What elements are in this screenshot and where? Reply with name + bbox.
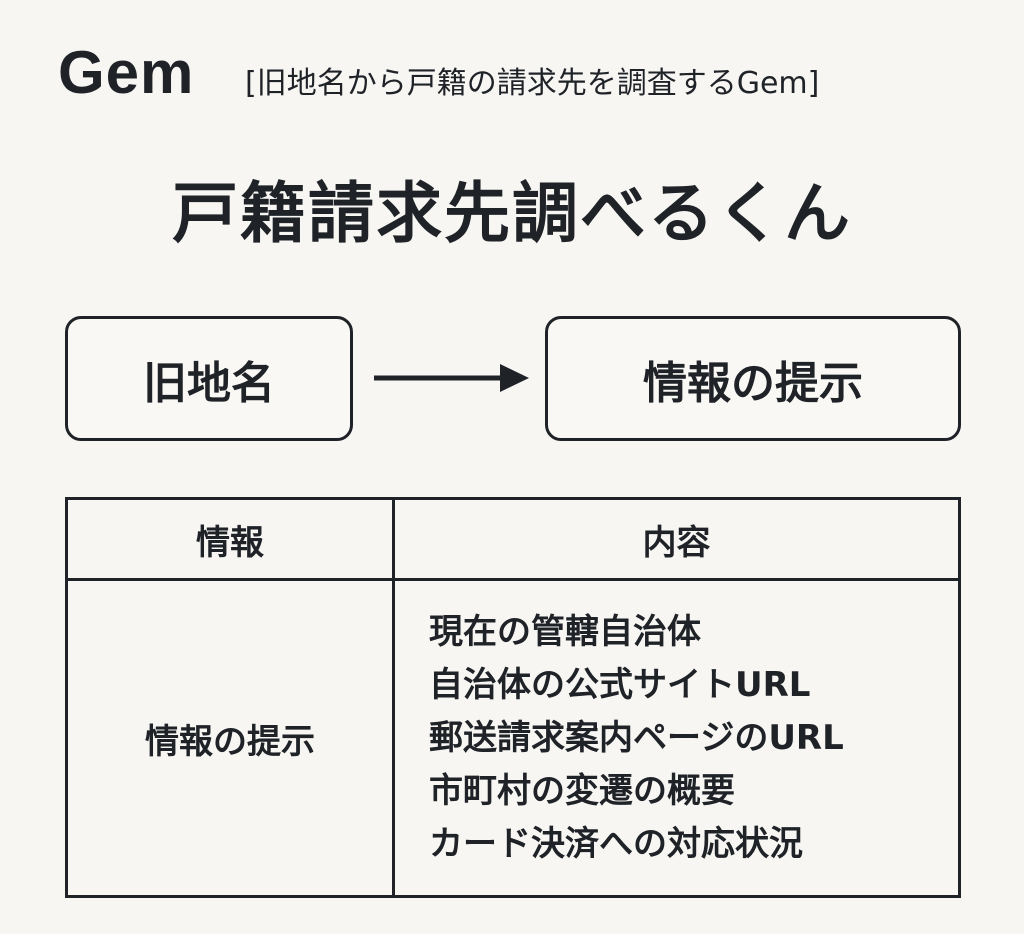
output-box: 情報の提示 (545, 316, 961, 441)
list-item: カード決済への対応状況 (429, 823, 803, 864)
list-item: 郵送請求案内ページのURL (429, 717, 844, 758)
input-label: 旧地名 (143, 357, 275, 409)
header-info: 情報 (65, 497, 395, 581)
row-label: 情報の提示 (65, 578, 395, 898)
row-items: 現在の管轄自治体 自治体の公式サイトURL 郵送請求案内ページのURL 市町村の… (392, 578, 961, 898)
output-label: 情報の提示 (643, 357, 863, 409)
list-item: 現在の管轄自治体 (429, 611, 701, 652)
arrow-right-icon (374, 364, 529, 392)
info-table: 情報 内容 情報の提示 現在の管轄自治体 自治体の公式サイトURL 郵送請求案内… (65, 497, 961, 898)
subtitle: [旧地名から戸籍の請求先を調査するGem] (245, 66, 820, 101)
table-header-row: 情報 内容 (65, 497, 961, 581)
page-title: 戸籍請求先調べるくん (172, 175, 852, 252)
list-item: 市町村の変遷の概要 (429, 770, 735, 811)
header-content: 内容 (392, 497, 961, 581)
table-row: 情報の提示 現在の管轄自治体 自治体の公式サイトURL 郵送請求案内ページのUR… (65, 578, 961, 898)
input-box: 旧地名 (65, 316, 353, 441)
list-item: 自治体の公式サイトURL (429, 664, 811, 705)
brand-label: Gem (58, 39, 195, 106)
